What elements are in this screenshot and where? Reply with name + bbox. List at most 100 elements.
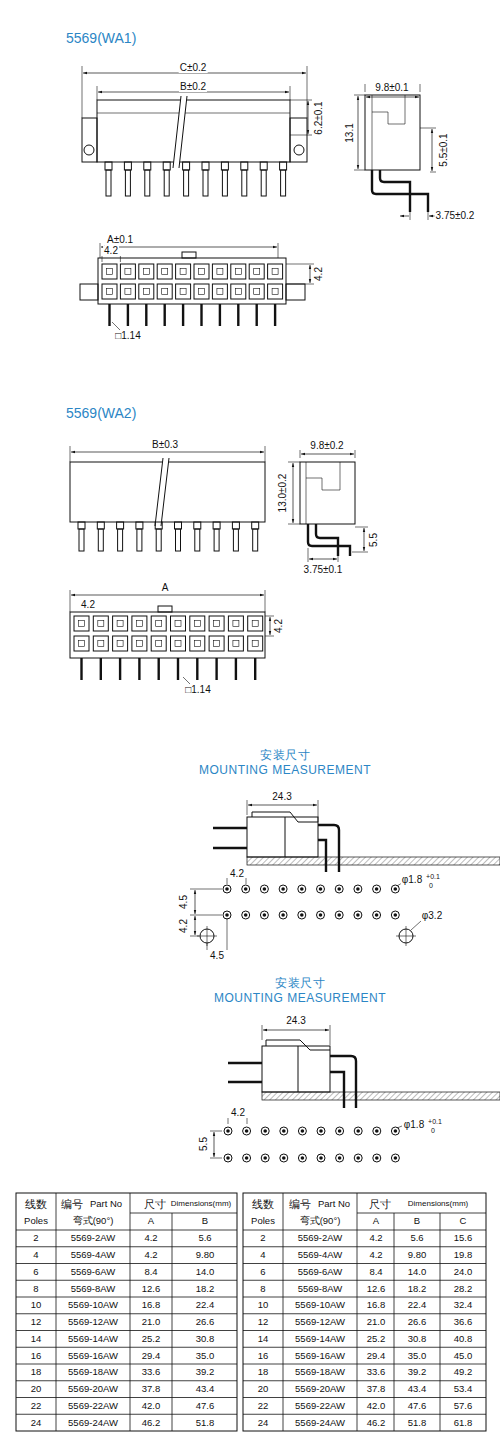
pcb-hole [336, 1127, 344, 1135]
dimension-label: 13.1 [345, 122, 355, 143]
terminal [175, 621, 181, 627]
table-cell: 42.0 [366, 1401, 387, 1411]
table-cell: 4.2 [368, 1250, 383, 1260]
terminal [233, 641, 239, 647]
pin-shoulder [252, 522, 259, 529]
pin [237, 304, 239, 326]
pcb-hole [317, 885, 325, 893]
table-cell: 51.8 [195, 1418, 216, 1428]
wa2-front-view [70, 446, 265, 526]
cavity [209, 616, 224, 631]
dimension-label: 24.3 [271, 792, 292, 802]
hole-center [375, 913, 379, 917]
table-cell: 24.0 [453, 1267, 474, 1277]
pcb-hole [391, 1127, 399, 1135]
pcb-hole [317, 1154, 325, 1162]
pin-shoulder [175, 522, 182, 529]
dimension-label: A±0.1 [106, 235, 134, 245]
table-rule [283, 1193, 284, 1431]
pin [98, 529, 103, 551]
pin-shoulder [183, 162, 190, 170]
pin [125, 170, 130, 196]
dimension-label: φ1.8 [401, 875, 423, 885]
terminal [199, 289, 205, 295]
table-cell: 5.6 [409, 1234, 424, 1244]
pcb-hole [391, 885, 399, 893]
pin [253, 529, 258, 551]
terminal [79, 641, 85, 647]
table-cell: 16.8 [366, 1301, 387, 1311]
pcb-hole [354, 1154, 362, 1162]
hole-center [301, 1129, 305, 1133]
terminal [272, 269, 278, 275]
table-cell: A [372, 1216, 380, 1226]
table-cell: A [147, 1216, 155, 1226]
table-cell: 12 [257, 1317, 270, 1327]
table-cell: 15.6 [453, 1234, 474, 1244]
pcb-hole [298, 1127, 306, 1135]
table-cell: 16.8 [141, 1301, 162, 1311]
mounting-heading: 安装尺寸 [274, 977, 326, 989]
terminal [143, 269, 149, 275]
terminal [162, 289, 168, 295]
table-rule [243, 1313, 486, 1314]
wa1-bottom-view [80, 243, 314, 330]
table-cell: 5569-20AW [67, 1384, 119, 1394]
pin-shoulder [124, 162, 131, 170]
pcb-hole [261, 1127, 269, 1135]
terminal [217, 269, 223, 275]
table-cell: 24 [257, 1418, 270, 1428]
table-cell: 53.4 [453, 1384, 474, 1394]
hole-center [319, 913, 323, 917]
table-cell: 18.2 [195, 1284, 216, 1294]
table-cell: 35.0 [195, 1351, 216, 1361]
table-cell: 5569-14AW [294, 1334, 346, 1344]
hole-center [263, 887, 267, 891]
pcb-hole [280, 1127, 288, 1135]
dimension-label: 0 [431, 1127, 435, 1134]
pin [79, 529, 84, 551]
table-rule [16, 1414, 237, 1415]
cavity [102, 284, 117, 299]
table-cell: 8 [32, 1284, 39, 1294]
cavity [194, 284, 209, 299]
dimension-label: □1.14 [114, 331, 142, 341]
pin [214, 529, 219, 551]
table-cell: 尺寸 [368, 1199, 392, 1210]
table-cell: 弯式(90°) [299, 1216, 342, 1226]
hole-center [281, 887, 285, 891]
table-cell: 2 [259, 1234, 266, 1244]
dimension-label: 9.8±0.2 [309, 441, 344, 451]
table-cell: 25.2 [141, 1334, 162, 1344]
dimension-label: B±0.2 [179, 82, 207, 92]
pin [281, 170, 286, 196]
table-rule [243, 1414, 486, 1415]
table-cell: 10 [30, 1301, 43, 1311]
table-cell: 5569-10AW [294, 1301, 346, 1311]
hole-center [319, 1129, 323, 1133]
pin [176, 529, 181, 551]
pin [235, 658, 237, 680]
table-cell: B [413, 1216, 421, 1226]
terminal [233, 621, 239, 627]
cavity [171, 636, 186, 651]
table-cell: 12.6 [366, 1284, 387, 1294]
table-cell: 22 [257, 1401, 270, 1411]
table-cell: 26.6 [407, 1317, 428, 1327]
cavity [151, 636, 166, 651]
table-cell: 22.4 [195, 1301, 216, 1311]
terminal [98, 621, 104, 627]
pin [163, 304, 165, 326]
hole-center [244, 887, 248, 891]
hole-center [225, 887, 229, 891]
table-rule [357, 1193, 358, 1431]
pcb-hole [242, 885, 250, 893]
table-cell: 5569-8AW [70, 1284, 117, 1294]
pin-shoulder [105, 162, 112, 170]
table-rule [16, 1263, 237, 1264]
table-rule [16, 1313, 237, 1314]
table-cell: 36.6 [453, 1317, 474, 1327]
pcb-hole [223, 911, 231, 919]
pin [261, 170, 266, 196]
table-cell: 39.2 [195, 1368, 216, 1378]
